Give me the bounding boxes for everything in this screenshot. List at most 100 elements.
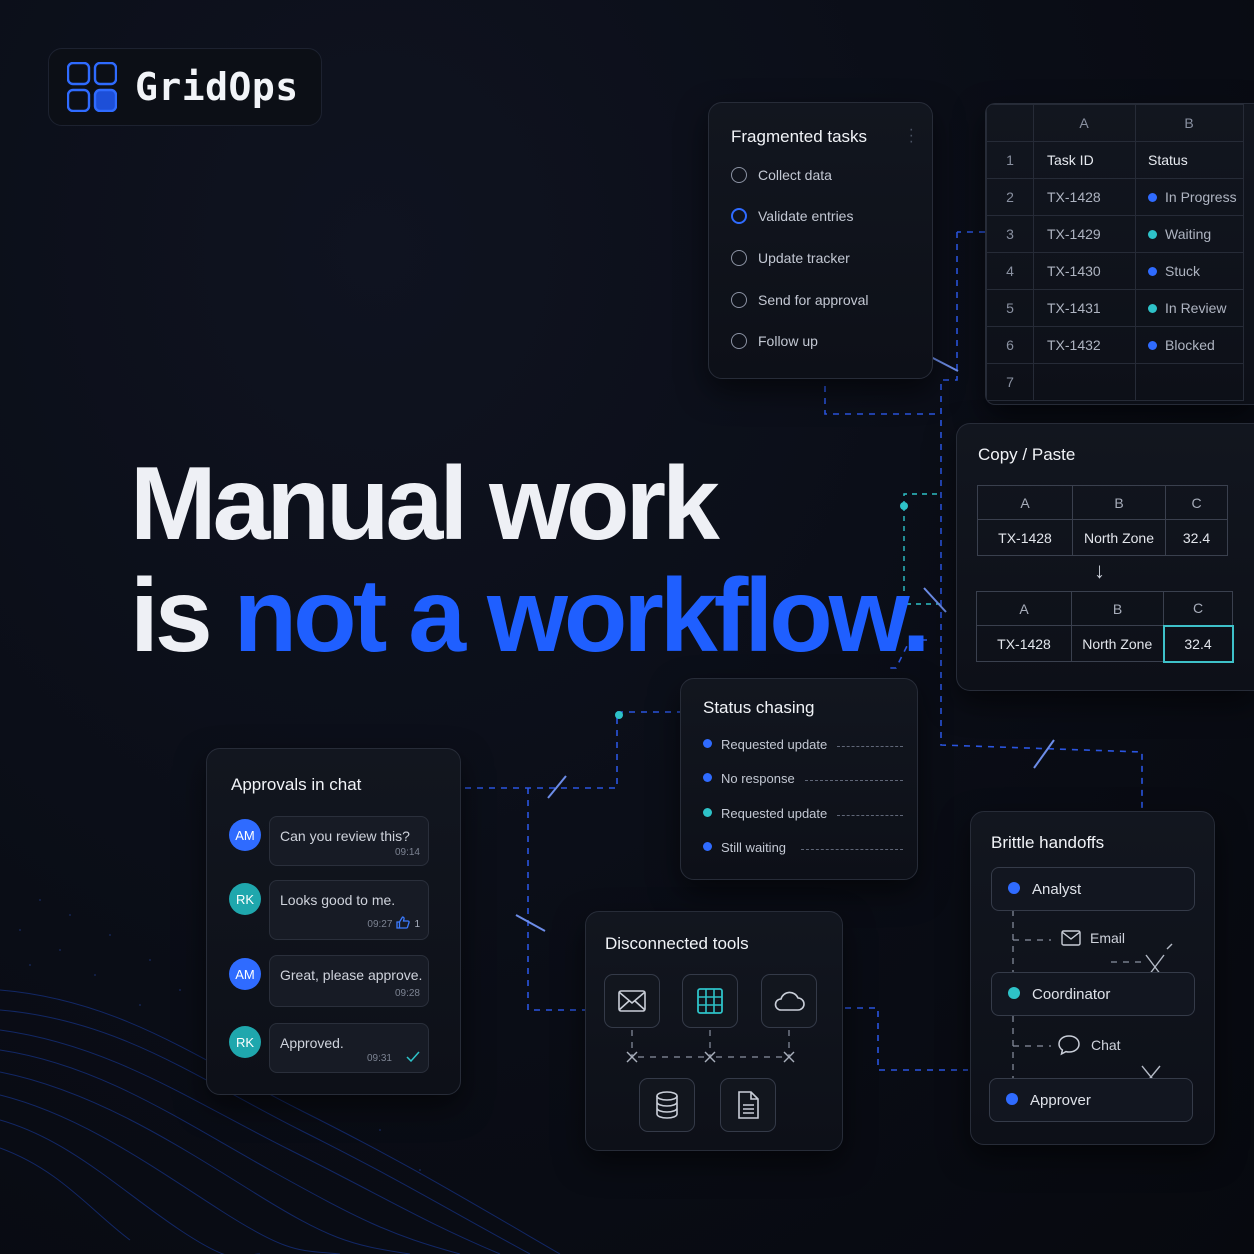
document-tool-button[interactable] bbox=[720, 1078, 776, 1132]
spreadsheet-tool-button[interactable] bbox=[682, 974, 738, 1028]
sheet-cell[interactable]: TX-1431 bbox=[1033, 289, 1136, 327]
status-item: Requested update bbox=[703, 806, 827, 821]
mail-icon bbox=[1061, 930, 1081, 946]
column-header: B bbox=[1071, 591, 1164, 626]
dashed-line bbox=[801, 849, 903, 850]
column-header[interactable]: B bbox=[1135, 104, 1244, 142]
sheet-cell[interactable]: In Progress bbox=[1135, 178, 1244, 216]
dashed-line bbox=[837, 746, 903, 747]
handoff-role-approver[interactable]: Approver bbox=[989, 1078, 1193, 1122]
task-item[interactable]: Collect data bbox=[731, 167, 832, 183]
column-header: C bbox=[1165, 485, 1228, 520]
headline-prefix: is bbox=[130, 558, 213, 674]
thumbs-up-icon[interactable] bbox=[396, 916, 411, 932]
status-dot bbox=[703, 842, 712, 851]
database-tool-button[interactable] bbox=[639, 1078, 695, 1132]
status-dot bbox=[1008, 882, 1020, 894]
task-item[interactable]: Send for approval bbox=[731, 292, 869, 308]
selected-cell[interactable]: 32.4 bbox=[1162, 624, 1234, 663]
status-dot bbox=[703, 773, 712, 782]
channel-label: Chat bbox=[1091, 1037, 1121, 1053]
role-label: Coordinator bbox=[1032, 985, 1111, 1003]
column-header: A bbox=[976, 591, 1072, 626]
status-label: No response bbox=[721, 771, 795, 786]
message-meta: 09:31 bbox=[367, 1051, 420, 1065]
check-icon bbox=[396, 1051, 420, 1065]
task-radio[interactable] bbox=[731, 208, 747, 224]
sheet-cell[interactable]: Stuck bbox=[1135, 252, 1244, 290]
timestamp: 09:27 bbox=[367, 918, 393, 930]
task-radio[interactable] bbox=[731, 250, 747, 266]
avatar[interactable]: RK bbox=[229, 883, 261, 915]
task-item[interactable]: Follow up bbox=[731, 333, 818, 349]
cloud-tool-button[interactable] bbox=[761, 974, 817, 1028]
table-cell[interactable]: North Zone bbox=[1072, 519, 1166, 556]
sheet-cell[interactable]: TX-1428 bbox=[1033, 178, 1136, 216]
sheet-cell[interactable] bbox=[1135, 363, 1244, 401]
more-options-icon[interactable]: ··· bbox=[908, 121, 914, 150]
status-dot bbox=[1148, 303, 1157, 313]
message-text: Approved. bbox=[280, 1035, 344, 1051]
status-dot bbox=[703, 739, 712, 748]
sheet-cell[interactable]: TX-1429 bbox=[1033, 215, 1136, 253]
status-dot bbox=[1148, 340, 1157, 350]
sheet-cell[interactable] bbox=[1033, 363, 1136, 401]
task-item[interactable]: Validate entries bbox=[731, 208, 853, 224]
sheet-corner-cell bbox=[986, 104, 1034, 142]
headline: Manual work is not a workflow. bbox=[130, 448, 931, 674]
avatar[interactable]: AM bbox=[229, 819, 261, 851]
status-dot bbox=[1006, 1093, 1018, 1105]
brand-logo[interactable]: GridOps bbox=[48, 48, 322, 126]
status-dot bbox=[703, 808, 712, 817]
chat-message: Great, please approve.09:28 bbox=[269, 955, 429, 1007]
row-number: 2 bbox=[986, 178, 1034, 216]
chat-message: Approved. 09:31 bbox=[269, 1023, 429, 1073]
column-header[interactable]: A bbox=[1033, 104, 1136, 142]
mail-tool-button[interactable] bbox=[604, 974, 660, 1028]
row-number: 5 bbox=[986, 289, 1034, 327]
timestamp: 09:31 bbox=[366, 1052, 392, 1064]
handoff-role-coordinator[interactable]: Coordinator bbox=[991, 972, 1195, 1016]
connectors bbox=[465, 231, 1143, 1071]
sheet-cell[interactable]: In Review bbox=[1135, 289, 1244, 327]
task-radio[interactable] bbox=[731, 292, 747, 308]
brand-name: GridOps bbox=[135, 65, 299, 109]
handoff-role-analyst[interactable]: Analyst bbox=[991, 867, 1195, 911]
sheet-cell[interactable]: TX-1432 bbox=[1033, 326, 1136, 364]
sheet-cell[interactable]: Task ID bbox=[1033, 141, 1136, 179]
task-item[interactable]: Update tracker bbox=[731, 250, 850, 266]
status-text: In Progress bbox=[1165, 189, 1237, 205]
table-cell[interactable]: TX-1428 bbox=[977, 519, 1073, 556]
table-cell[interactable]: 32.4 bbox=[1165, 519, 1228, 556]
status-item: Requested update bbox=[703, 737, 827, 752]
row-number: 3 bbox=[986, 215, 1034, 253]
avatar[interactable]: RK bbox=[229, 1026, 261, 1058]
database-icon bbox=[656, 1091, 678, 1119]
task-radio[interactable] bbox=[731, 167, 747, 183]
task-label: Update tracker bbox=[758, 250, 850, 266]
task-radio[interactable] bbox=[731, 333, 747, 349]
sheet-cell[interactable]: Blocked bbox=[1135, 326, 1244, 364]
connector-node bbox=[900, 502, 908, 510]
status-item: Still waiting bbox=[703, 840, 786, 855]
card-title: Approvals in chat bbox=[231, 775, 362, 794]
grid-logo-icon bbox=[67, 62, 117, 112]
headline-line-2: is not a workflow. bbox=[130, 558, 931, 674]
status-label: Requested update bbox=[721, 737, 828, 752]
avatar[interactable]: AM bbox=[229, 958, 261, 990]
table-cell[interactable]: TX-1428 bbox=[976, 625, 1072, 662]
sheet-cell[interactable]: Waiting bbox=[1135, 215, 1244, 253]
sheet-cell[interactable]: Status bbox=[1135, 141, 1244, 179]
table-cell[interactable]: North Zone bbox=[1071, 625, 1164, 662]
handoff-connectors bbox=[1012, 910, 1173, 1089]
sheet-cell[interactable]: TX-1430 bbox=[1033, 252, 1136, 290]
